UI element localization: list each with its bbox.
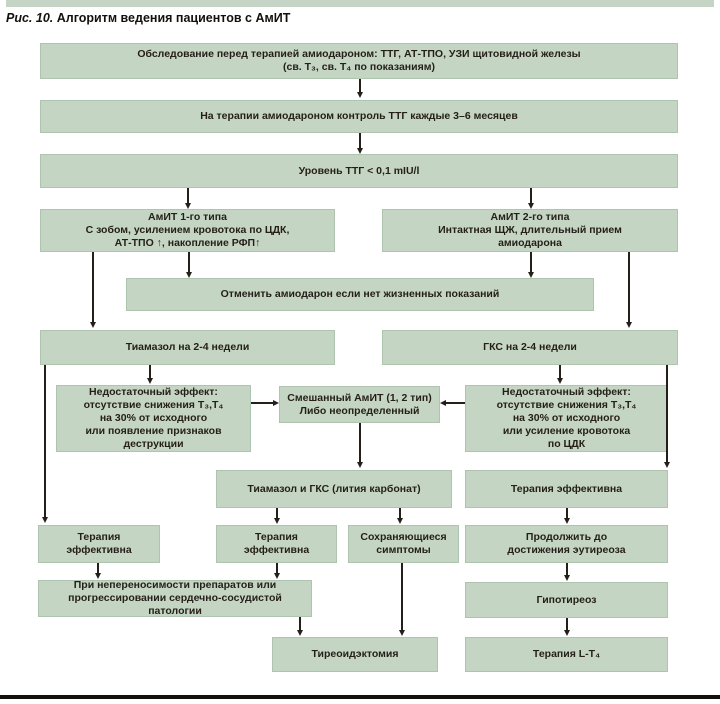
- arrow-insufficientleft-to-mixed: [251, 402, 273, 404]
- figure-title: Алгоритм ведения пациентов с АмИТ: [56, 11, 291, 25]
- bottom-rule: [0, 695, 720, 699]
- node-therapy-effective-right: Терапия эффективна: [465, 470, 668, 508]
- arrow-tiamazol-to-insufficient-left: [149, 365, 151, 378]
- node-insufficient-left: Недостаточный эффект: отсутствие снижени…: [56, 385, 251, 452]
- arrow-effectiveright-to-continue: [566, 508, 568, 518]
- arrow-amit2-to-gks: [628, 252, 630, 322]
- arrow-hypothyroidism-to-lt4: [566, 618, 568, 630]
- arrow-effectiveleft-to-intolerance: [97, 563, 99, 573]
- arrow-tsh-to-amit1: [187, 188, 189, 203]
- node-amit-type2: АмИТ 2-го типа Интактная ЩЖ, длительный …: [382, 209, 678, 252]
- node-lt4-therapy: Терапия L-Т₄: [465, 637, 668, 672]
- arrow-persistent-to-thyroidectomy: [401, 563, 403, 630]
- node-intolerance: При непереносимости препаратов или прогр…: [38, 579, 312, 617]
- arrow-tiamazol-to-effective-left: [44, 365, 46, 517]
- node-continue-euthyroid: Продолжить до достижения эутиреоза: [465, 525, 668, 563]
- arrow-tiamazolgks-to-persistent: [399, 508, 401, 518]
- arrow-tiamazolgks-to-effective-mid: [276, 508, 278, 518]
- node-therapy-effective-mid: Терапия эффективна: [216, 525, 337, 563]
- node-tiamazol-gks: Тиамазол и ГКС (лития карбонат): [216, 470, 452, 508]
- node-mixed-amit: Смешанный АмИТ (1, 2 тип) Либо неопредел…: [279, 386, 440, 423]
- figure-number: Рис. 10.: [6, 11, 54, 25]
- node-amit-type1: АмИТ 1-го типа С зобом, усилением кровот…: [40, 209, 335, 252]
- node-tiamazol: Тиамазол на 2-4 недели: [40, 330, 335, 365]
- arrow-preexam-to-monitor: [359, 79, 361, 92]
- node-gks: ГКС на 2-4 недели: [382, 330, 678, 365]
- node-tsh-level: Уровень ТТГ < 0,1 mIU/l: [40, 154, 678, 188]
- node-pre-exam: Обследование перед терапией амиодароном:…: [40, 43, 678, 79]
- arrow-gks-to-insufficient-right: [559, 365, 561, 378]
- arrow-intolerance-to-thyroidectomy: [299, 617, 301, 630]
- arrow-monitor-to-tsh: [359, 133, 361, 148]
- top-accent-bar: [6, 0, 714, 7]
- arrow-amit2-to-cancel: [530, 252, 532, 272]
- node-therapy-effective-left: Терапия эффективна: [38, 525, 160, 563]
- arrow-effectivemid-to-intolerance: [276, 563, 278, 573]
- node-cancel-amiodarone: Отменить амиодарон если нет жизненных по…: [126, 278, 594, 311]
- arrow-insufficientright-to-mixed: [446, 402, 465, 404]
- node-hypothyroidism: Гипотиреоз: [465, 582, 668, 618]
- arrow-mixed-to-tiamazolgks: [359, 423, 361, 462]
- arrow-gks-to-effective-right: [666, 365, 668, 462]
- node-persistent-symptoms: Сохраняющиеся симптомы: [348, 525, 459, 563]
- arrow-amit1-to-tiamazol: [92, 252, 94, 322]
- node-monitor: На терапии амиодароном контроль ТТГ кажд…: [40, 100, 678, 133]
- node-insufficient-right: Недостаточный эффект: отсутствие снижени…: [465, 385, 668, 452]
- node-thyroidectomy: Тиреоидэктомия: [272, 637, 438, 672]
- arrow-amit1-to-cancel: [188, 252, 190, 272]
- figure-caption: Рис. 10. Алгоритм ведения пациентов с Ам…: [6, 11, 290, 25]
- arrow-tsh-to-amit2: [530, 188, 532, 203]
- arrow-continue-to-hypothyroidism: [566, 563, 568, 575]
